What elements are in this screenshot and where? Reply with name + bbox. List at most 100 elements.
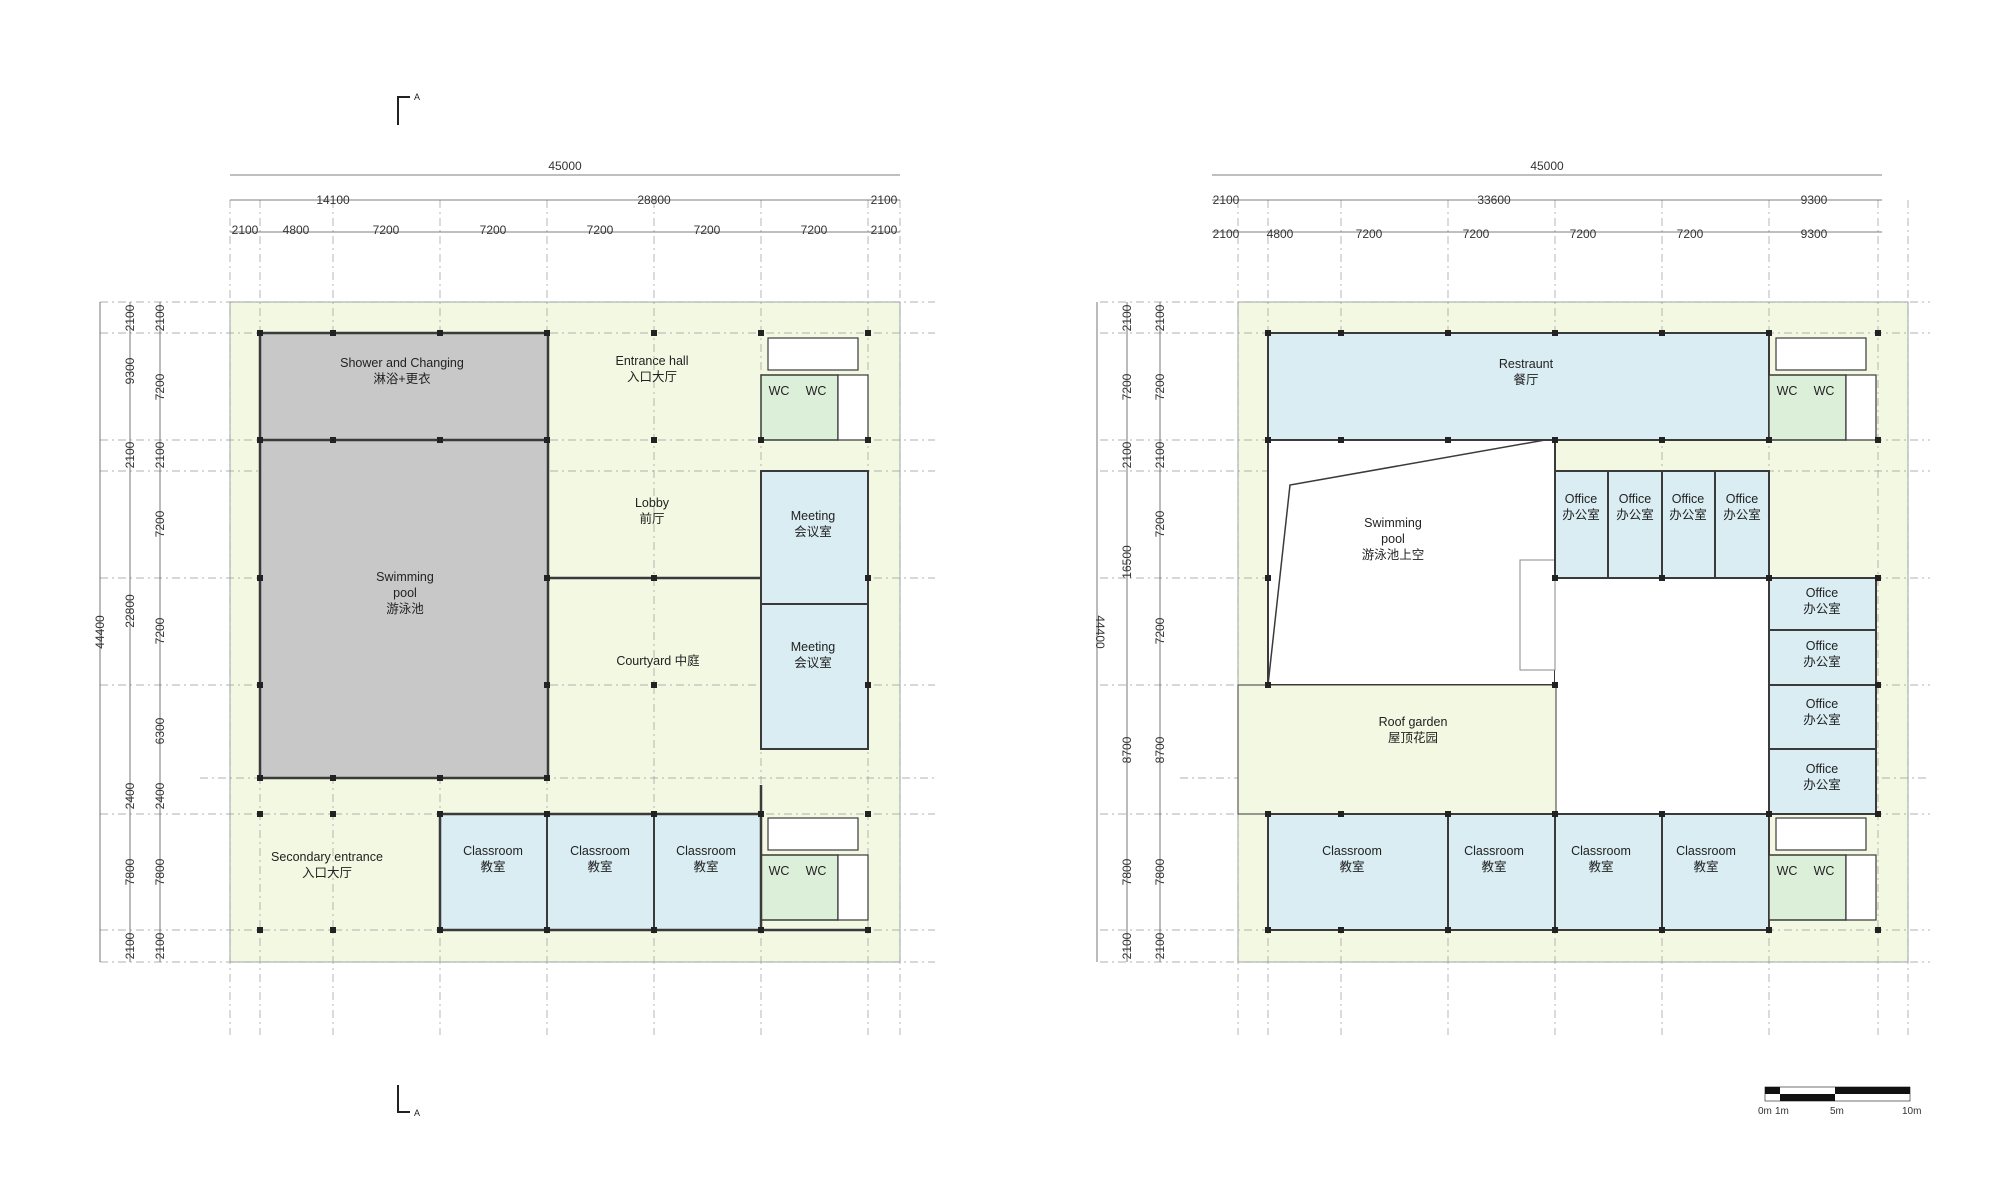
right-stair-center [1519,559,1556,671]
left-dim-row-1: 7200 [153,373,167,400]
left-dim-side-small-4: 2100 [123,932,137,959]
left-elevator-bottom [837,854,869,921]
right-label-classroom2-en: Classroom [1464,844,1524,858]
right-dim-side-overall: 44400 [1093,615,1107,649]
right-dim-bay-2: 7200 [1356,227,1383,241]
left-label-meeting1-en: Meeting [791,509,836,523]
left-stair-top [767,337,859,371]
section-marker-bottom [397,1085,410,1113]
right-label-office2-en: Office [1619,492,1651,506]
right-floor-plan: Restraunt 餐厅 Swimming pool 游泳池上空 Office … [1093,159,1930,1035]
right-office-1 [1554,470,1609,579]
right-dim-bay-1: 4800 [1267,227,1294,241]
right-office-8 [1768,748,1877,815]
left-dim-row-6: 2400 [153,782,167,809]
left-dim-bay-7: 2100 [871,223,898,237]
left-classroom-2 [546,813,655,931]
right-office-5 [1768,577,1877,631]
right-stair-top [1775,337,1867,371]
right-label-office3-cn: 办公室 [1669,507,1707,522]
left-label-classroom3-en: Classroom [676,844,736,858]
right-label-roof-en: Roof garden [1379,715,1448,729]
left-dim-row-3: 7200 [153,510,167,537]
left-dim-bay-0: 2100 [232,223,259,237]
right-label-office3-en: Office [1672,492,1704,506]
right-dim-row-7: 2100 [1153,932,1167,959]
right-classroom-2 [1447,813,1556,931]
left-dim-side-overall: 44400 [93,615,107,649]
right-label-classroom3-en: Classroom [1571,844,1631,858]
left-dimension-lines [99,174,900,962]
right-label-classroom3-cn: 教室 [1588,859,1613,874]
right-dim-side-small-4: 7800 [1120,858,1134,885]
left-label-lobby-en: Lobby [635,496,670,510]
left-dim-side-small-3: 7800 [123,858,137,885]
right-label-wc-top-1: WC [1777,384,1798,398]
right-roof-garden [1237,684,1557,815]
left-dim-overall: 45000 [548,159,582,173]
scale-label-0: 0m [1758,1106,1772,1117]
right-label-restaurant-cn: 餐厅 [1513,372,1538,387]
right-office-2 [1607,470,1663,579]
left-dim-side-mid-1: 22800 [123,594,137,628]
left-label-pool-en1: Swimming [376,570,434,584]
right-dim-bay-4: 7200 [1570,227,1597,241]
right-dim-side-mid-1: 16500 [1120,545,1134,579]
right-label-office4-en: Office [1726,492,1758,506]
left-label-classroom1-cn: 教室 [480,859,505,874]
left-label-lobby-cn: 前厅 [639,511,664,526]
left-dim-row-4: 7200 [153,617,167,644]
right-label-office5-en: Office [1806,586,1838,600]
scale-label-1: 1m [1775,1106,1789,1117]
right-wc-bottom [1768,854,1847,921]
right-columns [1265,330,1881,933]
right-label-office7-cn: 办公室 [1803,712,1841,727]
right-dim-bay-3: 7200 [1463,227,1490,241]
left-dim-row-7: 7800 [153,858,167,885]
right-label-roof-cn: 屋顶花园 [1388,730,1438,745]
right-dim-bay-5: 7200 [1677,227,1704,241]
right-label-pool-cn: 游泳池上空 [1362,548,1425,562]
right-label-wc-bottom-2: WC [1814,864,1835,878]
right-label-office7-en: Office [1806,697,1838,711]
left-label-wc-top-2: WC [806,384,827,398]
right-dim-side-small-0: 2100 [1120,304,1134,331]
right-label-classroom2-cn: 教室 [1481,859,1506,874]
right-label-office1-en: Office [1565,492,1597,506]
right-dim-mid-0: 2100 [1213,193,1240,207]
left-dim-row-2: 2100 [153,441,167,468]
left-label-wc-bottom-2: WC [806,864,827,878]
right-classroom-3 [1554,813,1663,931]
left-label-classroom1-en: Classroom [463,844,523,858]
right-office-4 [1714,470,1770,579]
left-dim-side-small-1: 2100 [123,441,137,468]
right-classroom-4 [1661,813,1770,931]
left-label-wc-bottom-1: WC [769,864,790,878]
left-meeting-room-2 [760,603,869,750]
right-label-office6-en: Office [1806,639,1838,653]
right-label-pool-en2: pool [1381,532,1405,546]
scale-label-5: 5m [1830,1106,1844,1117]
left-dim-mid-0: 14100 [316,193,350,207]
left-label-classroom3-cn: 教室 [693,859,718,874]
right-dim-row-0: 2100 [1153,304,1167,331]
left-label-shower-en: Shower and Changing [340,356,464,370]
right-dim-row-1: 7200 [1153,373,1167,400]
right-label-office8-en: Office [1806,762,1838,776]
right-elevator-bottom [1845,854,1877,921]
right-office-7 [1768,684,1877,750]
right-wc-top [1768,374,1847,441]
right-label-classroom4-cn: 教室 [1693,859,1718,874]
left-dim-bay-3: 7200 [480,223,507,237]
left-label-pool-en2: pool [393,586,417,600]
section-marker-top [397,96,410,125]
left-label-meeting2-cn: 会议室 [794,655,832,670]
right-courtyard-void [1555,578,1769,814]
left-dim-row-8: 2100 [153,932,167,959]
right-label-office1-cn: 办公室 [1562,507,1600,522]
right-classroom-1 [1267,813,1449,931]
left-dim-side-mid-0: 9300 [123,357,137,384]
right-dim-row-5: 8700 [1153,736,1167,763]
right-label-classroom1-cn: 教室 [1339,859,1364,874]
section-marker-bottom-label: A [414,1108,420,1118]
